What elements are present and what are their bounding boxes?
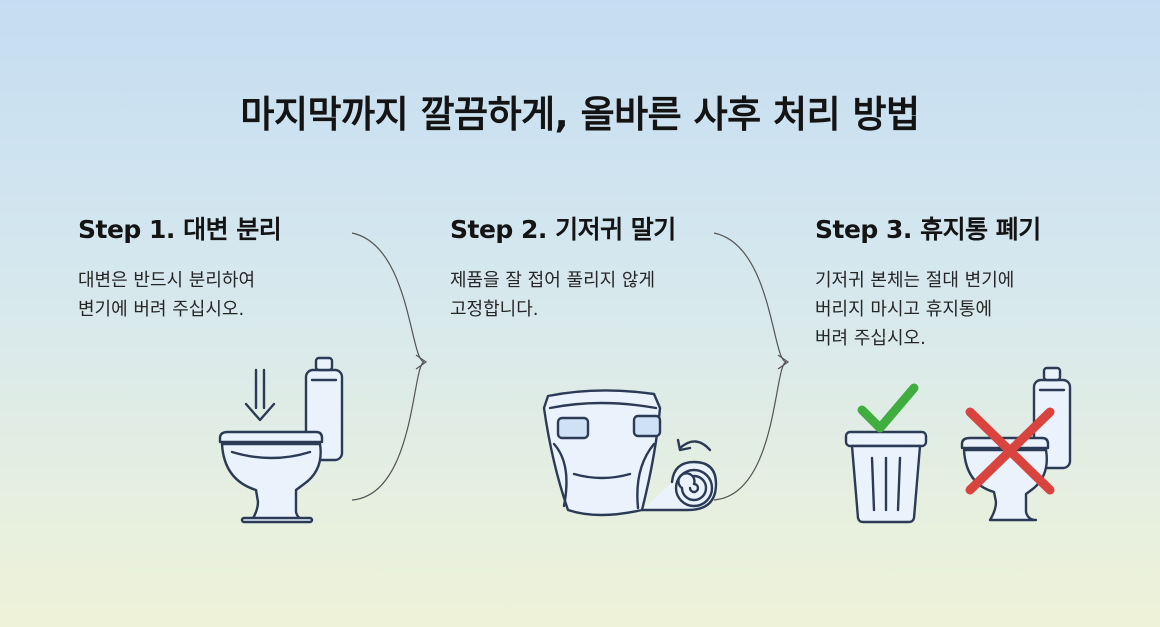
step-2-description: 제품을 잘 접어 풀리지 않게 고정합니다.	[450, 266, 676, 324]
step-2-heading: Step 2. 기저귀 말기	[450, 215, 676, 244]
step-2-line-2: 고정합니다.	[450, 299, 539, 320]
step-2-line-1: 제품을 잘 접어 풀리지 않게	[450, 270, 656, 291]
step-3-description: 기저귀 본체는 절대 변기에 버리지 마시고 휴지통에 버려 주십시오.	[815, 266, 1041, 353]
step-3-line-2: 버리지 마시고 휴지통에	[815, 299, 993, 320]
cross-mark-icon	[965, 407, 1055, 495]
rolled-diaper-icon	[542, 389, 718, 517]
step-3-line-1: 기저귀 본체는 절대 변기에	[815, 270, 1015, 291]
step-1-line-2: 변기에 버려 주십시오.	[78, 299, 245, 320]
page-title: 마지막까지 깔끔하게, 올바른 사후 처리 방법	[240, 93, 920, 136]
connector-arrow-2-icon	[713, 232, 790, 501]
check-mark-icon	[857, 383, 919, 433]
trash-can-icon	[844, 430, 928, 524]
step-3-line-3: 버려 주십시오.	[815, 328, 926, 349]
connector-arrow-1-icon	[351, 232, 428, 501]
step-1-description: 대변은 반드시 분리하여 변기에 버려 주십시오.	[78, 266, 281, 324]
toilet-with-down-arrow-icon	[218, 356, 344, 524]
step-3-heading: Step 3. 휴지통 폐기	[815, 215, 1041, 244]
step-1-heading: Step 1. 대변 분리	[78, 215, 282, 244]
step-2: Step 2. 기저귀 말기 제품을 잘 접어 풀리지 않게 고정합니다.	[450, 210, 676, 324]
step-3: Step 3. 휴지통 폐기 기저귀 본체는 절대 변기에 버리지 마시고 휴지…	[815, 210, 1041, 353]
trash-can-check-toilet-cross-icon	[844, 366, 1072, 524]
step-1: Step 1. 대변 분리 대변은 반드시 분리하여 변기에 버려 주십시오.	[78, 210, 282, 324]
step-1-line-1: 대변은 반드시 분리하여	[78, 270, 256, 291]
